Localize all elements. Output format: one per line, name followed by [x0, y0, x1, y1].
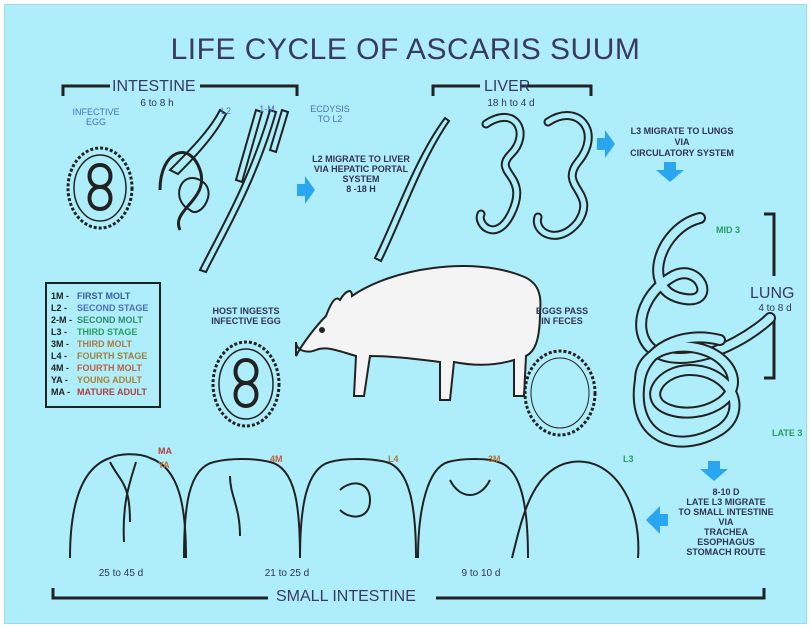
fecal-egg [525, 351, 595, 435]
legend-text: SECOND STAGE [77, 303, 148, 313]
legend-text: THIRD STAGE [77, 327, 137, 337]
legend-text: FOURTH STAGE [77, 351, 147, 361]
legend-row: L3 -THIRD STAGE [51, 326, 155, 338]
l3-migrate-lungs-label: L3 MIGRATE TO LUNGS VIA CIRCULATORY SYST… [622, 126, 742, 159]
liver-bracket-left [433, 86, 480, 96]
legend-code: 2-M - [51, 314, 77, 326]
ingested-egg [213, 342, 279, 426]
small-intestine-bracket-right [436, 588, 764, 598]
liver-time: 18 h to 4 d [476, 98, 546, 109]
legend-code: 4M - [51, 362, 77, 374]
section-small-intestine: SMALL INTESTINE [276, 588, 416, 606]
1m-label: 1-M [256, 104, 278, 114]
legend-row: YA -YOUNG ADULT [51, 374, 155, 386]
4m-label: 4M [270, 454, 283, 464]
legend-row: 2-M -SECOND MOLT [51, 314, 155, 326]
time-25-45: 25 to 45 d [86, 568, 156, 579]
arrow-down-lungs [656, 162, 684, 182]
head-l4-detail [340, 483, 370, 516]
eggs-pass-label: EGGS PASS IN FECES [532, 306, 592, 326]
head-3m-detail [450, 480, 490, 495]
mid3-label: MID 3 [716, 225, 740, 235]
legend-code: 3M - [51, 338, 77, 350]
lung-time: 4 to 8 d [752, 303, 798, 314]
arrow-to-lungs-right [597, 130, 615, 158]
legend-text: SECOND MOLT [77, 315, 143, 325]
legend-code: MA - [51, 386, 77, 398]
l4-label: L4 [388, 454, 399, 464]
head-3m [418, 459, 528, 558]
legend-row: L4 -FOURTH STAGE [51, 350, 155, 362]
lung-bracket-top [764, 214, 774, 276]
liver-bracket-right [520, 86, 591, 96]
arrow-left-small-intestine [646, 506, 668, 534]
head-4m [184, 459, 300, 558]
l2-label: L2 [218, 106, 234, 116]
3m-label: 3M [488, 454, 501, 464]
legend-row: MA -MATURE ADULT [51, 386, 155, 398]
intestine-bracket-right [200, 86, 297, 96]
intestine-time: 6 to 8 h [132, 98, 182, 109]
head-l4 [300, 459, 416, 558]
time-21-25: 21 to 25 d [252, 568, 322, 579]
intestine-larvae [160, 110, 288, 272]
legend-code: L3 - [51, 326, 77, 338]
legend-row: L2 -SECOND STAGE [51, 302, 155, 314]
head-4m-detail [230, 476, 240, 536]
legend-text: MATURE ADULT [77, 387, 147, 397]
late-l3-route-label: 8-10 D LATE L3 MIGRATE TO SMALL INTESTIN… [676, 487, 776, 557]
legend-code: L4 - [51, 350, 77, 362]
legend-row: 1M -FIRST MOLT [51, 290, 155, 302]
legend-text: THIRD MOLT [77, 339, 132, 349]
legend-code: L2 - [51, 302, 77, 314]
head-l3 [512, 461, 638, 558]
infective-egg-label: INFECTIVE EGG [68, 107, 124, 127]
time-9-10: 9 to 10 d [446, 568, 516, 579]
legend-row: 3M -THIRD MOLT [51, 338, 155, 350]
late3-label: LATE 3 [772, 428, 802, 438]
infective-egg-top [68, 148, 132, 228]
pig-illustration [296, 266, 540, 400]
head-ma-detail [110, 462, 136, 542]
section-lung: LUNG [750, 285, 794, 303]
section-intestine: INTESTINE [112, 78, 196, 96]
legend-row: 4M -FOURTH MOLT [51, 362, 155, 374]
ya-label: YA [158, 460, 170, 470]
diagram-title: LIFE CYCLE OF ASCARIS SUUM [0, 33, 811, 67]
legend-text: FIRST MOLT [77, 291, 130, 301]
legend-text: YOUNG ADULT [77, 375, 142, 385]
host-ingests-label: HOST INGESTS INFECTIVE EGG [206, 306, 286, 326]
legend-code: 1M - [51, 290, 77, 302]
stage-heads [70, 454, 638, 558]
lung-larvae [639, 218, 770, 442]
intestine-bracket-left [63, 86, 110, 96]
small-intestine-bracket-left [53, 588, 268, 598]
section-liver: LIVER [484, 78, 530, 96]
l2-migrate-label: L2 MIGRATE TO LIVER VIA HEPATIC PORTAL S… [306, 154, 416, 194]
ma-label: MA [158, 446, 172, 456]
l3-head-label: L3 [623, 454, 634, 464]
legend-text: FOURTH MOLT [77, 363, 142, 373]
ecdysis-label: ECDYSIS TO L2 [306, 104, 354, 124]
legend-code: YA - [51, 374, 77, 386]
arrow-down-late3 [700, 461, 728, 481]
